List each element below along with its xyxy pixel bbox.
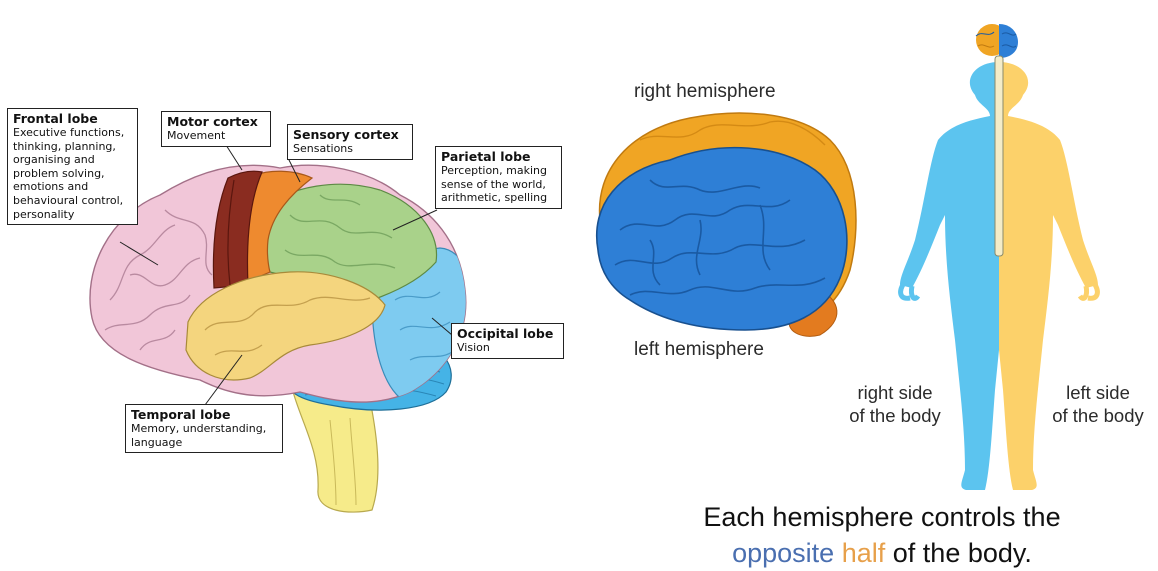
head-brain-left <box>999 24 1018 58</box>
left-side-line-1: left side <box>1066 382 1130 403</box>
right-side-body-label: right side of the body <box>838 381 952 427</box>
left-side-line-2: of the body <box>1052 405 1144 426</box>
right-side-line-1: right side <box>857 382 932 403</box>
caption-word-opposite: opposite <box>732 538 834 568</box>
caption-word-half: half <box>842 538 886 568</box>
caption: Each hemisphere controls the opposite ha… <box>640 499 1124 571</box>
spinal-cord <box>995 56 1003 256</box>
caption-line-2-rest: of the body. <box>893 538 1032 568</box>
right-side-line-2: of the body <box>849 405 941 426</box>
caption-line-1: Each hemisphere controls the <box>640 499 1124 535</box>
left-side-body-label: left side of the body <box>1042 381 1154 427</box>
caption-line-2: opposite half of the body. <box>640 535 1124 571</box>
